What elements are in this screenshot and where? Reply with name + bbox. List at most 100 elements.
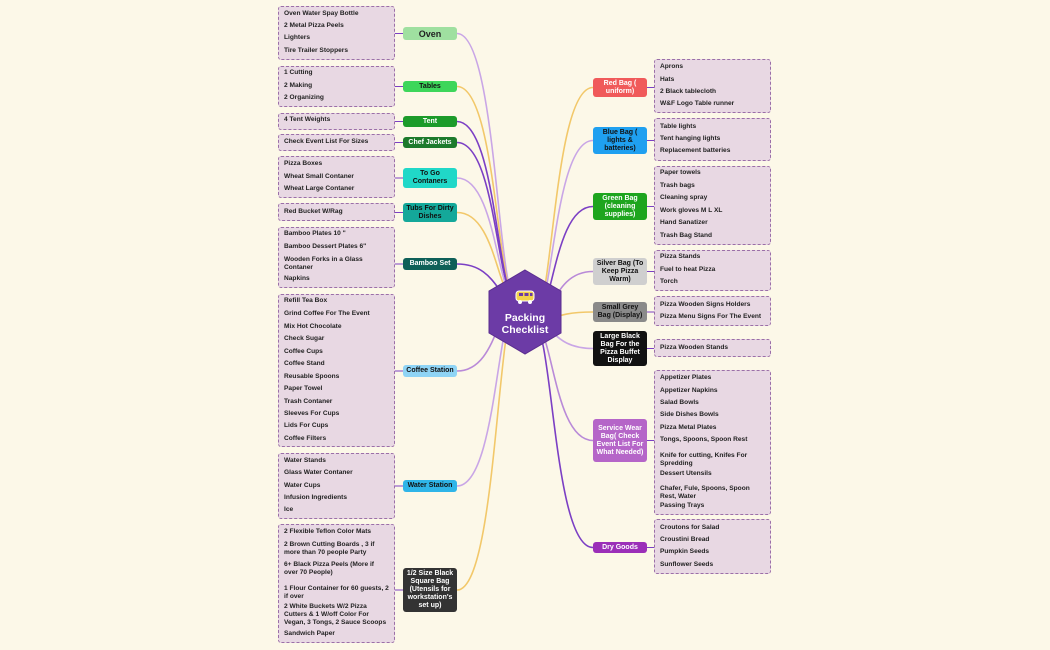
checklist-item[interactable]: Coffee Cups xyxy=(284,348,323,355)
checklist-item[interactable]: Ice xyxy=(284,506,294,513)
checklist-item[interactable]: 2 Flexible Teflon Color Mats xyxy=(284,528,372,535)
checklist-item[interactable]: Infusion Ingredients xyxy=(284,494,348,501)
checklist-item[interactable]: Table lights xyxy=(660,123,697,130)
checklist-item[interactable]: Refill Tea Box xyxy=(284,297,328,304)
topic-tables[interactable]: Tables xyxy=(403,81,457,92)
checklist-item[interactable]: Sleeves For Cups xyxy=(284,410,340,417)
checklist-item[interactable]: Dessert Utensils xyxy=(660,470,712,477)
checklist-item[interactable]: Trash Bag Stand xyxy=(660,232,713,239)
topic-water-station[interactable]: Water Station xyxy=(403,480,457,492)
checklist-item[interactable]: Water Stands xyxy=(284,457,326,464)
checklist-item[interactable]: Reusable Spoons xyxy=(284,373,340,380)
checklist-item[interactable]: Aprons xyxy=(660,63,684,70)
item-group-panel xyxy=(654,339,771,357)
checklist-item[interactable]: Wooden Forks in a Glass Contaner xyxy=(284,256,363,271)
checklist-item[interactable]: 2 Metal Pizza Peels xyxy=(284,22,344,29)
checklist-item[interactable]: Chafer, Fule, Spoons, Spoon Rest, Water xyxy=(660,485,750,500)
topic-large-black-bag-for-the-pizza-buffet-display[interactable]: Large Black Bag For the Pizza Buffet Dis… xyxy=(593,331,647,366)
checklist-item[interactable]: 6+ Black Pizza Peels (More if over 70 Pe… xyxy=(284,561,374,576)
center-topic[interactable] xyxy=(487,268,563,356)
topic-to-go-contaners[interactable]: To Go Contaners xyxy=(403,168,457,188)
item-group-panel xyxy=(278,524,395,643)
topic-dry-goods[interactable]: Dry Goods xyxy=(593,542,647,553)
topic-service-wear-bag-check-event-list-for-what-needed[interactable]: Service Wear Bag( Check Event List For W… xyxy=(593,419,647,462)
checklist-item[interactable]: Napkins xyxy=(284,275,310,282)
checklist-item[interactable]: Grind Coffee For The Event xyxy=(284,310,370,317)
checklist-item[interactable]: Bamboo Plates 10 " xyxy=(284,230,346,237)
topic-tubs-for-dirty-dishes[interactable]: Tubs For Dirty Dishes xyxy=(403,203,457,222)
checklist-item[interactable]: Passing Trays xyxy=(660,502,705,509)
checklist-item[interactable]: Wheat Small Contaner xyxy=(284,173,354,180)
topic-silver-bag-to-keep-pizza-warm[interactable]: Silver Bag (To Keep Pizza Warm) xyxy=(593,258,647,285)
checklist-item[interactable]: Replacement batteries xyxy=(660,147,731,154)
checklist-item[interactable]: Coffee Stand xyxy=(284,360,325,367)
checklist-item[interactable]: Trash Contaner xyxy=(284,398,333,405)
checklist-item[interactable]: 2 Black tablecloth xyxy=(660,88,717,95)
topic-green-bag-cleaning-supplies[interactable]: Green Bag (cleaning supplies) xyxy=(593,193,647,220)
checklist-item[interactable]: Pizza Metal Plates xyxy=(660,424,717,431)
topic-coffee-station[interactable]: Coffee Station xyxy=(403,365,457,377)
checklist-item[interactable]: Knife for cutting, Knifes For Spredding xyxy=(660,452,748,467)
checklist-item[interactable]: 4 Tent Weights xyxy=(284,116,331,123)
checklist-item[interactable]: Water Cups xyxy=(284,482,321,489)
item-group-panel xyxy=(278,6,395,60)
checklist-item[interactable]: Pizza Wooden Signs Holders xyxy=(660,301,751,308)
checklist-item[interactable]: Red Bucket W/Rag xyxy=(284,208,343,215)
checklist-item[interactable]: Work gloves M L XL xyxy=(660,207,723,214)
topic-tent[interactable]: Tent xyxy=(403,116,457,127)
topic-blue-bag-lights-batteries[interactable]: Blue Bag ( lights & batteries) xyxy=(593,127,647,154)
checklist-item[interactable]: 1 Flour Container for 60 guests, 2 if ov… xyxy=(284,585,389,600)
topic-1-2-size-black-square-bag-utensils-for-workstation-s-set-up[interactable]: 1/2 Size Black Square Bag (Utensils for … xyxy=(403,568,457,612)
item-group-panel xyxy=(278,294,395,447)
checklist-item[interactable]: Trash bags xyxy=(660,182,695,189)
checklist-item[interactable]: Sandwich Paper xyxy=(284,630,335,637)
checklist-item[interactable]: Check Sugar xyxy=(284,335,325,342)
topic-red-bag-uniform[interactable]: Red Bag ( uniform) xyxy=(593,78,647,97)
checklist-item[interactable]: Pizza Stands xyxy=(660,253,701,260)
checklist-item[interactable]: Hand Sanatizer xyxy=(660,219,708,226)
checklist-item[interactable]: Bamboo Dessert Plates 6" xyxy=(284,243,367,250)
checklist-item[interactable]: Pizza Menu Signs For The Event xyxy=(660,313,762,320)
checklist-item[interactable]: Torch xyxy=(660,278,678,285)
checklist-item[interactable]: Lids For Cups xyxy=(284,422,329,429)
checklist-item[interactable]: Tire Trailer Stoppers xyxy=(284,47,349,54)
checklist-item[interactable]: Appetizer Napkins xyxy=(660,387,718,394)
checklist-item[interactable]: Croustini Bread xyxy=(660,536,710,543)
checklist-item[interactable]: Cleaning spray xyxy=(660,194,708,201)
checklist-item[interactable]: Salad Bowls xyxy=(660,399,699,406)
connector-line xyxy=(456,32,518,303)
item-group-panel xyxy=(654,166,771,245)
checklist-item[interactable]: Pizza Boxes xyxy=(284,160,323,167)
checklist-item[interactable]: Fuel to heat Pizza xyxy=(660,266,716,273)
checklist-item[interactable]: Wheat Large Contaner xyxy=(284,185,355,192)
checklist-item[interactable]: 2 Making xyxy=(284,82,313,89)
checklist-item[interactable]: Mix Hot Chocolate xyxy=(284,323,342,330)
topic-oven[interactable]: Oven xyxy=(403,27,457,40)
checklist-item[interactable]: Lighters xyxy=(284,34,311,41)
checklist-item[interactable]: Side Dishes Bowls xyxy=(660,411,719,418)
checklist-item[interactable]: Pizza Wooden Stands xyxy=(660,344,729,351)
checklist-item[interactable]: Coffee Filters xyxy=(284,435,327,442)
checklist-item[interactable]: 2 Brown Cutting Boards , 3 if more than … xyxy=(284,541,375,556)
checklist-item[interactable]: Check Event List For Sizes xyxy=(284,138,369,145)
topic-chef-jackets[interactable]: Chef Jackets xyxy=(403,137,457,148)
checklist-item[interactable]: Appetizer Plates xyxy=(660,374,712,381)
checklist-item[interactable]: Croutons for Salad xyxy=(660,524,720,531)
checklist-item[interactable]: Paper Towel xyxy=(284,385,323,392)
item-group-panel xyxy=(654,118,771,161)
item-group-panel xyxy=(654,296,771,326)
checklist-item[interactable]: Pumpkin Seeds xyxy=(660,548,710,555)
checklist-item[interactable]: Paper towels xyxy=(660,169,701,176)
checklist-item[interactable]: 2 Organizing xyxy=(284,94,324,101)
checklist-item[interactable]: W&F Logo Table runner xyxy=(660,100,735,107)
checklist-item[interactable]: Tongs, Spoons, Spoon Rest xyxy=(660,436,748,443)
checklist-item[interactable]: Glass Water Contaner xyxy=(284,469,353,476)
checklist-item[interactable]: Hats xyxy=(660,76,675,83)
topic-small-grey-bag-display[interactable]: Small Grey Bag (Display) xyxy=(593,302,647,322)
checklist-item[interactable]: Sunflower Seeds xyxy=(660,561,714,568)
checklist-item[interactable]: Oven Water Spay Bottle xyxy=(284,10,359,17)
checklist-item[interactable]: 1 Cutting xyxy=(284,69,313,76)
topic-bamboo-set[interactable]: Bamboo Set xyxy=(403,258,457,270)
checklist-item[interactable]: 2 White Buckets W/2 Pizza Cutters & 1 W/… xyxy=(284,603,387,626)
checklist-item[interactable]: Tent hanging lights xyxy=(660,135,721,142)
